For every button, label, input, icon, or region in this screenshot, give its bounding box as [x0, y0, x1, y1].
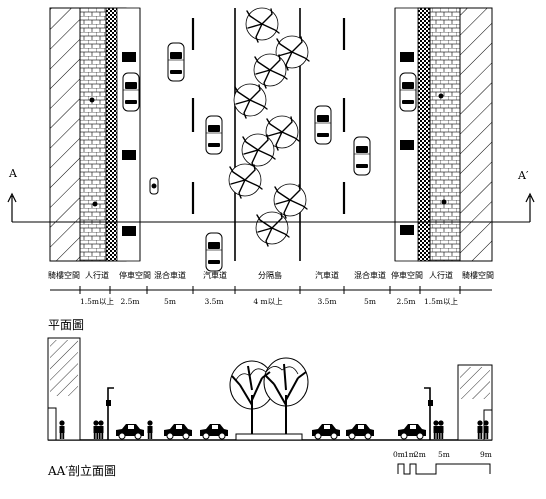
section-trees — [229, 357, 309, 441]
lane-markings — [191, 18, 346, 214]
width-label-parking-right: 2.5m — [396, 297, 415, 306]
width-label-mixed-lane-right: 5m — [364, 297, 376, 306]
zone-label-arcade-right: 騎樓空間 — [462, 270, 494, 280]
zone-label-parking-left: 停車空間 — [119, 270, 151, 280]
zone-label-car-lane-right: 汽車道 — [315, 270, 339, 280]
parking-strip-left — [105, 7, 141, 262]
parking-strip-right — [394, 7, 431, 262]
arcade-right — [459, 7, 493, 262]
median-trees — [228, 7, 310, 247]
plan-title: 平面圖 — [48, 318, 85, 332]
zone-label-arcade-left: 騎樓空間 — [48, 270, 80, 280]
scale-label-9m: 9m — [480, 450, 492, 459]
zone-labels: 騎樓空間 人行道 停車空間 混合車道 汽車道 分隔島 汽車道 混合車道 停車空間… — [48, 270, 494, 280]
width-label-median: 4 m以上 — [253, 297, 283, 306]
scale-label-0m: 0m — [393, 450, 405, 459]
dimension-line — [50, 286, 492, 294]
section-marker-right: A′ — [517, 169, 529, 182]
arcade-left — [49, 7, 81, 262]
width-label-car-lane-left: 3.5m — [204, 297, 223, 306]
sidewalk-right — [429, 7, 461, 262]
width-label-mixed-lane-left: 5m — [164, 297, 176, 306]
scale-label-1m: 1m — [404, 450, 416, 459]
section-marker-left: A — [8, 167, 18, 180]
scale-bar: 0m 1m 2m 5m 9m — [393, 450, 492, 475]
sidewalk-left — [79, 7, 107, 262]
zone-label-parking-right: 停車空間 — [391, 270, 423, 280]
section-title: AA′剖立面圖 — [48, 464, 117, 478]
width-label-sidewalk-left: 1.5m以上 — [80, 297, 115, 306]
scale-label-5m: 5m — [438, 450, 450, 459]
width-label-parking-left: 2.5m — [120, 297, 139, 306]
section-view: 0m 1m 2m 5m 9m — [47, 337, 493, 475]
zone-label-sidewalk-right: 人行道 — [429, 270, 453, 280]
width-label-car-lane-right: 3.5m — [317, 297, 336, 306]
zone-label-sidewalk-left: 人行道 — [85, 270, 109, 280]
width-label-sidewalk-right: 1.5m以上 — [424, 297, 459, 306]
zone-label-mixed-lane-left: 混合車道 — [154, 270, 186, 280]
width-labels: 1.5m以上 2.5m 5m 3.5m 4 m以上 3.5m 5m 2.5m 1… — [80, 297, 459, 306]
zone-label-median: 分隔島 — [258, 270, 282, 280]
scale-label-2m: 2m — [414, 450, 426, 459]
zone-label-car-lane-left: 汽車道 — [203, 270, 227, 280]
plan-view: A A′ 騎樓空間 人行道 停車空間 混合車道 汽車道 分隔島 汽車道 混合車道… — [7, 7, 535, 306]
zone-label-mixed-lane-right: 混合車道 — [354, 270, 386, 280]
